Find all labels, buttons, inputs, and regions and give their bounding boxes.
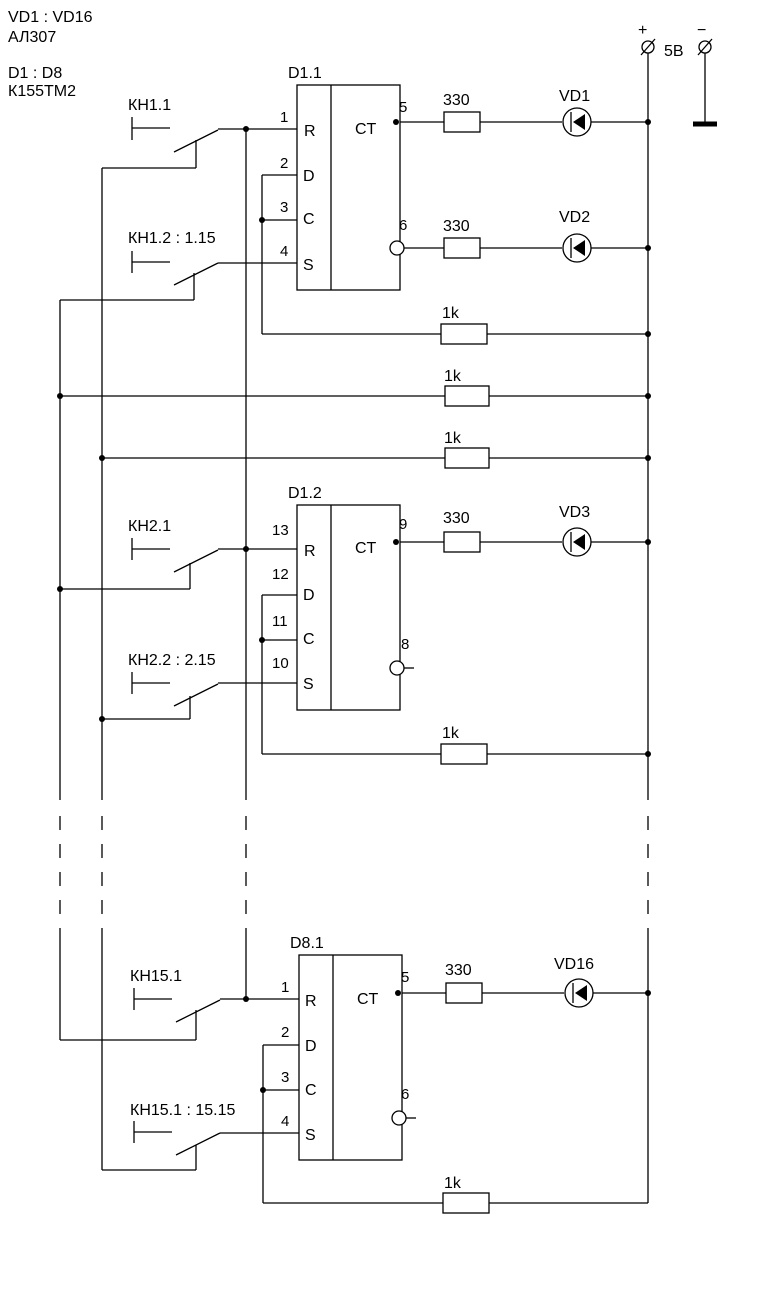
note-led-range: VD1 : VD16 (8, 9, 93, 26)
svg-text:10: 10 (272, 655, 289, 672)
plus-label: + (638, 22, 647, 39)
bus-resistor-1: 1k (57, 368, 651, 407)
svg-text:C: C (305, 1082, 317, 1099)
voltage-label: 5В (664, 43, 684, 60)
chip-d1-1-name: D1.1 (288, 65, 322, 82)
svg-text:6: 6 (401, 1086, 409, 1103)
svg-text:D: D (303, 168, 315, 185)
switch-kn1-2-label: КН1.2 : 1.15 (128, 230, 216, 247)
svg-text:330: 330 (445, 962, 472, 979)
chip-d1-2-name: D1.2 (288, 485, 322, 502)
svg-text:R: R (304, 543, 316, 560)
svg-text:5: 5 (401, 969, 409, 986)
switch-kn2-1-label: КН2.1 (128, 518, 171, 535)
svg-text:9: 9 (399, 516, 407, 533)
svg-text:S: S (303, 676, 314, 693)
chip-d1-1: D1.1 R D C S CT 1 2 3 4 5 6 КН1.1 КН1.2 … (60, 65, 651, 345)
chip-d8-1: D8.1 R D C S CT 1 2 3 4 5 6 КН15.1 КН15.… (60, 935, 651, 1214)
svg-text:1k: 1k (442, 305, 460, 322)
svg-text:CT: CT (355, 540, 377, 557)
svg-text:1k: 1k (442, 725, 460, 742)
note-ic-type: К155ТМ2 (8, 83, 76, 100)
note-led-type: АЛ307 (8, 29, 56, 46)
svg-text:4: 4 (280, 243, 288, 260)
svg-text:13: 13 (272, 522, 289, 539)
led-vd3-label: VD3 (559, 504, 590, 521)
svg-text:4: 4 (281, 1113, 289, 1130)
left-buses (59, 129, 247, 1170)
svg-text:C: C (303, 631, 315, 648)
svg-text:6: 6 (399, 217, 407, 234)
svg-text:1k: 1k (444, 1175, 462, 1192)
chip-d8-1-name: D8.1 (290, 935, 324, 952)
svg-text:330: 330 (443, 510, 470, 527)
svg-text:2: 2 (280, 155, 288, 172)
svg-text:8: 8 (401, 636, 409, 653)
led-vd2-label: VD2 (559, 209, 590, 226)
switch-kn1-1-label: КН1.1 (128, 97, 171, 114)
switch-kn15-1-label: КН15.1 (130, 968, 182, 985)
bus-resistor-1-label: 1k (444, 368, 462, 385)
svg-text:330: 330 (443, 92, 470, 109)
svg-text:S: S (303, 257, 314, 274)
switch-kn15-2-label: КН15.1 : 15.15 (130, 1102, 235, 1119)
svg-text:3: 3 (281, 1069, 289, 1086)
svg-text:3: 3 (280, 199, 288, 216)
svg-text:330: 330 (443, 218, 470, 235)
svg-text:S: S (305, 1127, 316, 1144)
svg-text:2: 2 (281, 1024, 289, 1041)
led-vd16-label: VD16 (554, 956, 594, 973)
switch-kn2-2-label: КН2.2 : 2.15 (128, 652, 216, 669)
note-ic-range: D1 : D8 (8, 65, 62, 82)
svg-text:CT: CT (357, 991, 379, 1008)
svg-text:12: 12 (272, 566, 289, 583)
svg-text:1: 1 (280, 109, 288, 126)
svg-text:1: 1 (281, 979, 289, 996)
svg-text:11: 11 (272, 613, 288, 630)
svg-text:5: 5 (399, 99, 407, 116)
chip-d1-2: D1.2 R D C S CT 13 12 11 10 9 8 КН2.1 КН… (60, 485, 651, 765)
led-vd1-label: VD1 (559, 88, 590, 105)
svg-text:C: C (303, 211, 315, 228)
svg-text:D: D (305, 1038, 317, 1055)
minus-label: − (697, 22, 706, 39)
svg-text:R: R (304, 123, 316, 140)
svg-text:CT: CT (355, 121, 377, 138)
bus-resistor-2: 1k (99, 430, 651, 469)
svg-text:D: D (303, 587, 315, 604)
power-terminals: + − 5В (638, 22, 717, 127)
bus-resistor-2-label: 1k (444, 430, 462, 447)
svg-text:R: R (305, 993, 317, 1010)
